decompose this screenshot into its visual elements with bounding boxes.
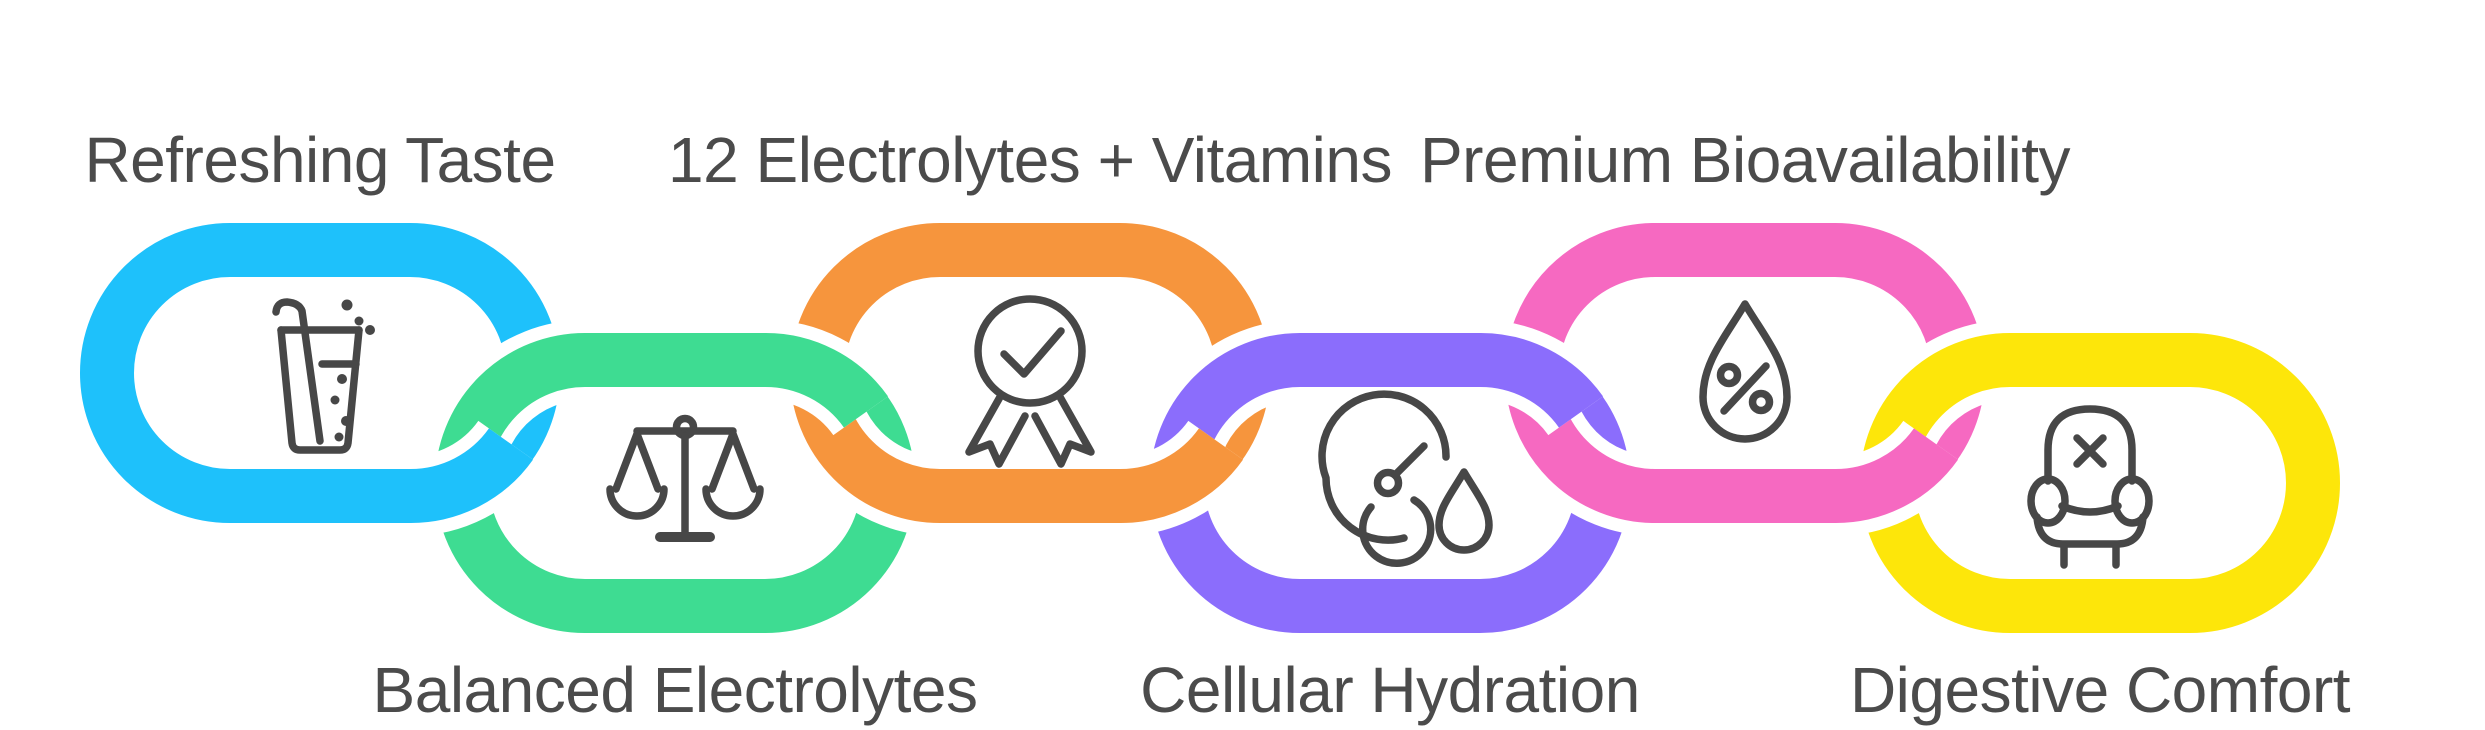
droplet-outline [1699,300,1791,443]
gauge-outer-ring [1318,390,1450,544]
percent-bottom-circle [1748,389,1774,415]
percent-top-circle [1716,362,1742,388]
chair-right-armrest [2111,475,2153,527]
gauge-droplet [1435,468,1493,554]
gauge-inner-ring [1358,496,1435,567]
weave-patch-pink-over-yellow [1775,419,1969,537]
patch-stroke [1775,427,1959,524]
chair-back [2044,405,2136,485]
drink-glass-icon [272,298,375,454]
label-refreshing-taste: Refreshing Taste [84,124,556,196]
scale-right-pan [702,485,764,520]
chair-legs [2060,542,2120,569]
armchair-icon [2027,405,2153,569]
label-electrolytes-vitamins: 12 Electrolytes + Vitamins [668,124,1392,196]
droplet-percent-icon [1699,300,1791,443]
chair-left-armrest [2027,475,2069,527]
patch-stroke [700,332,889,429]
scale-left-pan [606,485,668,520]
medal-circle [974,295,1086,407]
gauge-droplet-icon [1318,390,1493,567]
label-cellular-hydration: Cellular Hydration [1140,654,1640,726]
weave-patch-green-over-orange [700,319,899,437]
gauge-hub [1373,468,1403,498]
chair-seat-curve [2058,502,2122,516]
chair-seat-base [2033,513,2147,548]
patch-stroke [350,427,534,524]
straw [272,298,324,445]
gauge-needle [1391,442,1428,479]
label-balanced-electrolytes: Balanced Electrolytes [372,654,978,726]
patch-stroke [1060,427,1244,524]
weave-patch-blue-over-green [350,419,544,537]
award-medal-icon [965,295,1095,468]
scale-right-hanger [708,430,758,493]
bubbles [330,299,375,442]
scale-left-hanger [612,430,662,493]
label-digestive-comfort: Digestive Comfort [1849,654,2351,726]
glass-body [277,326,363,454]
percent-slash [1720,362,1770,415]
patch-stroke [1415,332,1604,429]
medal-right-ribbon [1031,393,1095,468]
medal-left-ribbon [965,393,1029,468]
chair-button-x [2073,434,2107,468]
weave-patch-purple-over-pink [1415,319,1614,437]
weave-patch-orange-over-purple [1060,419,1254,537]
label-premium-bioavailability: Premium Bioavailability [1419,124,2071,196]
balance-scale-icon [606,414,764,542]
medal-check [1000,327,1065,378]
